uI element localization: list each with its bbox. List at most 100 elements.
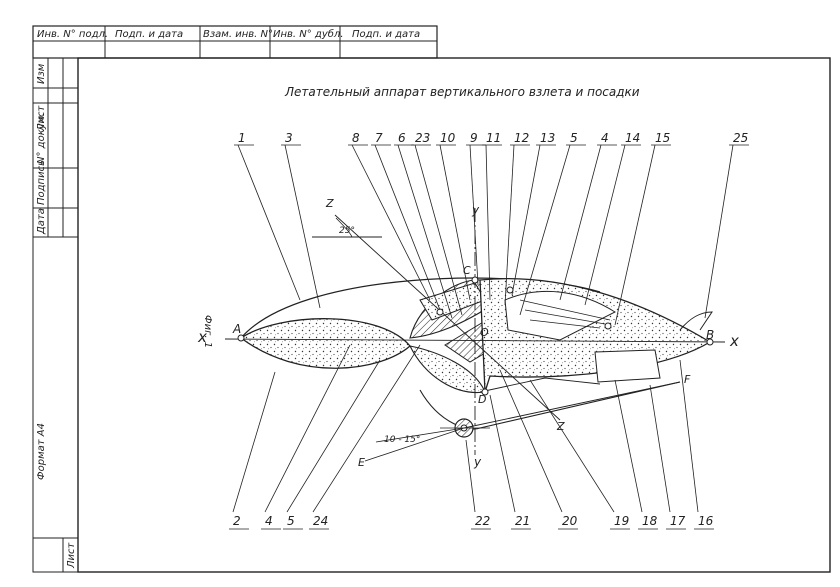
axes (224, 208, 726, 462)
stamp-cell-podp-data-2: Подп. и дата (352, 29, 420, 40)
callout-15: 15 (655, 131, 670, 145)
callout-13: 13 (540, 131, 555, 145)
tail-fin (679, 311, 713, 331)
callout-leader-line (465, 439, 476, 513)
callout-leader-line (511, 144, 541, 296)
callout-6: 6 (398, 131, 406, 145)
x-axis-label-left: x (197, 328, 207, 346)
stamp-cell-vzam-inv: Взам. инв. N° (203, 29, 273, 40)
callout-1: 1 (238, 131, 246, 145)
callout-14: 14 (625, 131, 640, 145)
callout-10: 10 (440, 131, 456, 145)
stamp-cell-inv-podl: Инв. N° подл. (37, 29, 108, 40)
callout-leader-line (559, 144, 602, 301)
callout-leader-line (499, 369, 563, 513)
side-stamp-podpis: Подпись (36, 160, 47, 205)
side-stamp-data: Дата (36, 208, 47, 235)
callout-leader-line (237, 144, 301, 301)
point-e-label: E (358, 456, 365, 469)
callout-18: 18 (642, 514, 658, 528)
y-axis-label-bottom: y (473, 455, 482, 469)
y-axis-label-top: y (471, 203, 480, 217)
point-o-label: O (480, 326, 489, 339)
callout-21: 21 (515, 514, 530, 528)
callout-leader-line (614, 144, 656, 326)
callout-leader-line (439, 144, 471, 301)
callout-leader-line (284, 144, 321, 309)
callout-leader-line (504, 144, 515, 306)
callout-20: 20 (562, 514, 578, 528)
f-ground-line (463, 381, 681, 429)
point-a-label: A (232, 322, 241, 336)
point-c-label: C (463, 264, 471, 277)
callout-7: 7 (375, 131, 383, 145)
side-stamp-n-dokum: N° докум. (36, 113, 47, 164)
z-axis-label-bottom: Z (556, 420, 565, 433)
x-axis-label-right: x (729, 332, 739, 350)
callout-leader-line (704, 144, 734, 319)
angle-label-10-15: 10 - 15° (384, 435, 420, 445)
fan-nacelle (504, 290, 617, 341)
cabin-window (594, 349, 661, 383)
angle-label-25: 25° (339, 226, 355, 236)
callout-3: 3 (285, 131, 293, 145)
callout-22: 22 (475, 514, 490, 528)
fan-blades (519, 299, 611, 329)
z-axis-label-top: Z (325, 197, 334, 210)
callout-leader-line (232, 371, 276, 513)
z-axis-line (334, 214, 561, 421)
callout-leader-line (312, 344, 421, 513)
callout-24: 24 (313, 514, 328, 528)
callout-leader-line (649, 384, 671, 513)
stamp-cell-inv-dubl: Инв. N° дубл. (273, 28, 344, 40)
callout-11: 11 (486, 131, 501, 145)
callout-leaders (229, 144, 749, 530)
left-wing-section (239, 318, 411, 369)
top-stamp-table: Инв. N° подл. Подп. и дата Взам. инв. N°… (32, 25, 438, 59)
stamp-cell-podp-data: Подп. и дата (115, 29, 183, 40)
callout-leader-line (489, 394, 516, 513)
callout-5-bottom: 5 (287, 514, 295, 528)
key-points: A B C D E F O (232, 264, 714, 469)
callout-leader-line (519, 144, 571, 316)
callout-leader-line (397, 144, 453, 319)
callout-leader-line (264, 344, 351, 513)
bottom-callouts: 2 4 5 24 22 21 20 19 18 17 16 (233, 514, 714, 528)
callout-leader-line (614, 379, 643, 513)
callout-leader-line (286, 359, 381, 513)
side-stamp-list: Лист (36, 104, 47, 132)
point-d-label: D (478, 393, 486, 406)
drawing-title: Летательный аппарат вертикального взлета… (284, 85, 640, 99)
callout-leader-line (485, 144, 491, 301)
callout-leader-line (529, 379, 615, 513)
callout-leader-line (414, 144, 463, 316)
aircraft-drawing (239, 277, 713, 438)
point-b-label: B (706, 328, 714, 342)
callout-2: 2 (233, 514, 241, 528)
callout-25: 25 (733, 131, 748, 145)
format-label: Формат А4 (36, 423, 47, 480)
callout-4-top: 4 (601, 131, 609, 145)
callout-16: 16 (698, 514, 714, 528)
top-callouts: 1 3 8 7 6 23 10 9 11 12 13 5 4 14 15 25 (238, 131, 748, 145)
side-stamp-izm: Изм (36, 63, 47, 84)
point-f-label: F (684, 373, 691, 386)
callout-8: 8 (352, 131, 360, 145)
callout-4-bottom: 4 (265, 514, 273, 528)
callout-leader-line (584, 144, 626, 306)
callout-9: 9 (470, 131, 478, 145)
callout-5-top: 5 (570, 131, 578, 145)
callout-17: 17 (670, 514, 686, 528)
right-body-section (479, 277, 712, 393)
callout-leader-line (469, 144, 479, 286)
side-stamp-table: Изм Лист N° докум. Подпись Дата (33, 58, 78, 238)
callout-leader-line (351, 144, 431, 301)
callout-leader-line (374, 144, 441, 311)
callout-23: 23 (415, 131, 430, 145)
sheet-label: Лист (66, 541, 77, 569)
figure-label: Фиг. 1 (202, 315, 213, 348)
callout-12: 12 (514, 131, 529, 145)
callout-leader-line (679, 359, 699, 513)
